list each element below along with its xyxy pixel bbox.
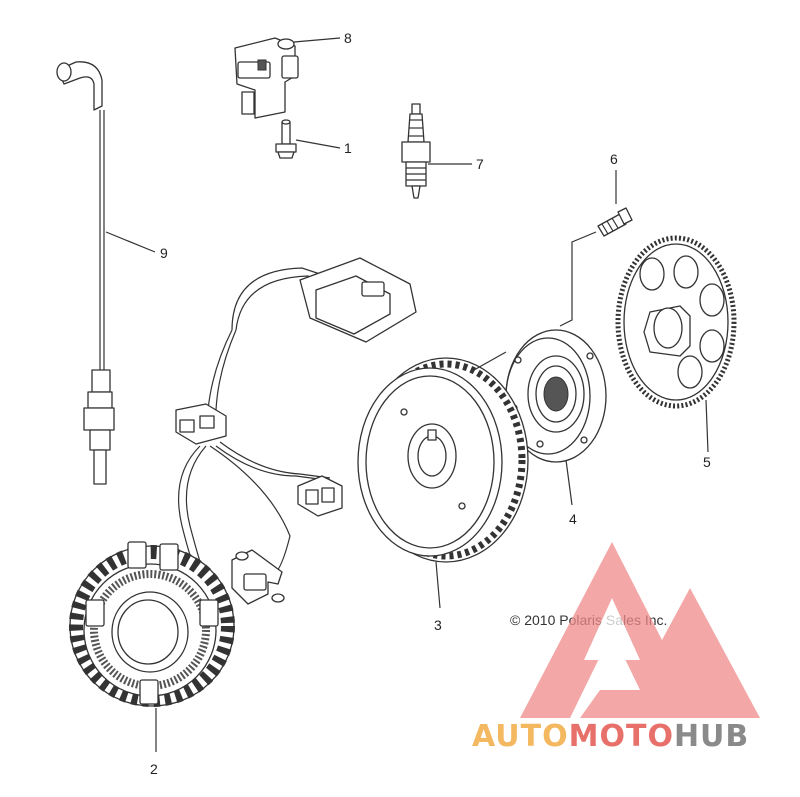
part-7-spark-plug	[401, 103, 431, 199]
watermark-triangle-inner	[584, 598, 640, 660]
callout-9: 9	[160, 245, 168, 261]
watermark-hub: HUB	[674, 719, 749, 754]
watermark-logo	[520, 542, 760, 718]
leader-1	[295, 139, 341, 149]
callout-6: 6	[610, 151, 618, 167]
watermark-moto: MOTO	[569, 719, 674, 754]
part-6-screw	[597, 207, 633, 237]
part-5-ring-gear	[615, 235, 737, 409]
watermark-auto: AUTO	[472, 719, 569, 754]
assembly-line-3-4	[473, 351, 507, 371]
callout-2: 2	[150, 761, 158, 777]
part-4-starter-clutch	[505, 329, 607, 463]
watermark-triangle-outer	[520, 542, 760, 718]
watermark-text: AUTOMOTOHUB	[472, 719, 749, 754]
callout-7: 7	[476, 156, 484, 172]
part-2-stator	[69, 541, 235, 707]
wiring-harness	[175, 257, 417, 605]
leader-5	[705, 399, 709, 453]
callout-5: 5	[703, 454, 711, 470]
part-8-ignition-coil	[234, 37, 299, 119]
callout-3: 3	[434, 617, 442, 633]
leader-9	[105, 231, 156, 253]
part-3-flywheel	[357, 357, 529, 563]
callout-1: 1	[344, 140, 352, 156]
callout-8: 8	[344, 30, 352, 46]
leader-4	[565, 459, 573, 506]
callout-4: 4	[569, 511, 577, 527]
assembly-line-6-4	[559, 231, 597, 327]
leader-3	[435, 561, 441, 609]
part-1-bolt	[275, 119, 297, 159]
leader-8	[293, 37, 341, 43]
part-9-sensor-cable	[56, 61, 115, 485]
